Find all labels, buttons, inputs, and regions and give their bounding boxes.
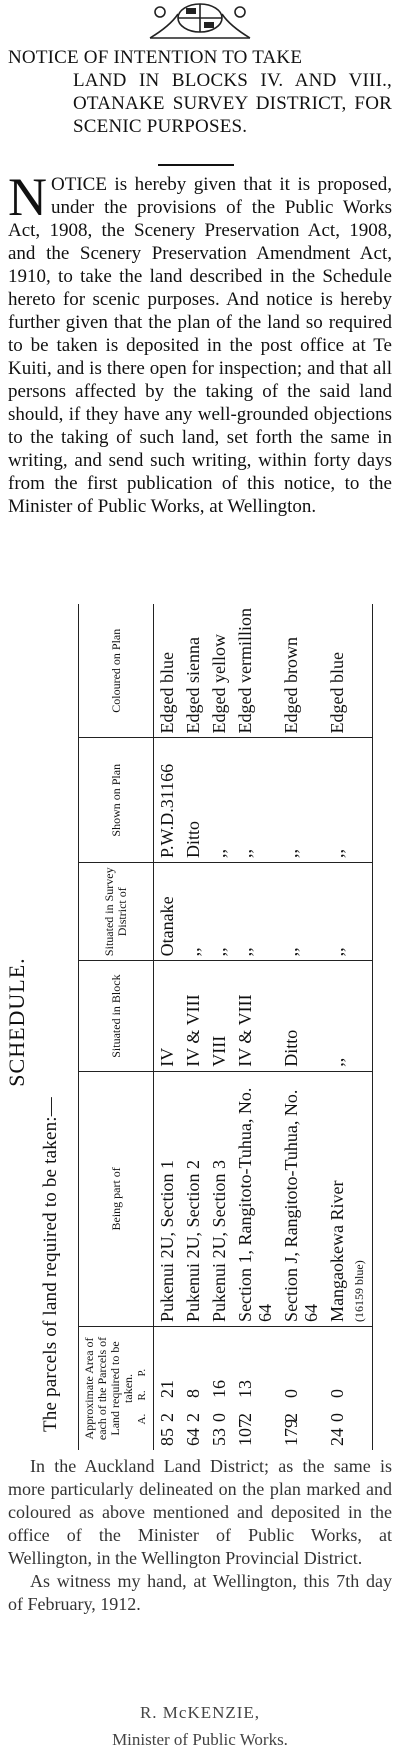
col-block-header: Situated in Block: [78, 960, 154, 1072]
table-row: 85221 Pukenui 2U, Section 1 IV Otanake P…: [153, 604, 180, 1450]
col-area-label: Approximate Area of each of the Parcels …: [82, 1336, 135, 1441]
cell-plan: P.W.D.31166: [153, 737, 180, 863]
schedule-section: SCHEDULE. The parcels of land required t…: [0, 592, 400, 1452]
cell-plan: ,,: [278, 737, 324, 863]
cell-colour: Edged sienna: [183, 637, 203, 734]
title-first-line: NOTICE OF INTENTION TO TAKE: [8, 47, 303, 68]
cell-block: IV & VIII: [232, 960, 278, 1072]
closing-para-witness: As witness my hand, at Wellington, this …: [8, 1571, 392, 1614]
cell-district: ,,: [324, 862, 373, 961]
table-row: 2400 Mangaokewa River(16159 blue) ,, ,, …: [324, 604, 373, 1450]
cell-block: VIII: [206, 960, 232, 1072]
col-district-header: Situated in Survey District of: [78, 862, 154, 961]
cell-colour: Edged brown: [281, 637, 301, 734]
cell-plan: ,,: [324, 737, 373, 863]
cell-area: 53016: [206, 1326, 232, 1450]
cell-plan: Ditto: [180, 737, 206, 863]
cell-colour: Edged yellow: [209, 634, 229, 734]
signature-name: R. McKENZIE,: [139, 1703, 261, 1722]
closing-text: In the Auckland Land District; as the sa…: [8, 1455, 392, 1616]
cell-district: ,,: [180, 862, 206, 961]
cell-district: ,,: [278, 862, 324, 961]
cell-area: 17920: [278, 1326, 324, 1450]
cell-colour: Edged blue: [157, 652, 177, 734]
table-row: 6428 Pukenui 2U, Section 2 IV & VIII ,, …: [180, 604, 206, 1450]
col-colour-header: Coloured on Plan: [78, 604, 154, 738]
col-part-header: Being part of: [78, 1071, 154, 1327]
signatory-title: Minister of Public Works.: [112, 1730, 288, 1749]
cell-area: 6428: [180, 1326, 206, 1450]
cell-area: 2400: [324, 1326, 373, 1450]
cell-part: Pukenui 2U, Section 3: [206, 1071, 232, 1327]
coat-of-arms-icon: [149, 3, 251, 39]
cell-colour: Edged vermillion: [235, 608, 255, 734]
cell-plan: ,,: [206, 737, 232, 863]
cell-colour: Edged blue: [324, 604, 373, 738]
table-row: 53016 Pukenui 2U, Section 3 VIII ,, ,, E…: [206, 604, 232, 1450]
closing-para-district: In the Auckland Land District; as the sa…: [8, 1456, 392, 1568]
col-area-header: Approximate Area of each of the Parcels …: [78, 1326, 154, 1450]
cell-part: Pukenui 2U, Section 1: [153, 1071, 180, 1327]
cell-block: Ditto: [278, 960, 324, 1072]
area-units: A. R. P.: [135, 1330, 149, 1447]
unit-perches: P.: [136, 1368, 148, 1377]
title-rest: LAND IN BLOCKS IV. AND VIII., OTANAKE SU…: [73, 70, 392, 137]
table-row: 107213 Section 1, Rangitoto-Tuhua, No. 6…: [232, 604, 278, 1450]
cell-block: IV: [153, 960, 180, 1072]
cell-area: 85221: [153, 1326, 180, 1450]
notice-title: NOTICE OF INTENTION TO TAKE LAND IN BLOC…: [8, 46, 392, 138]
drop-cap: N: [8, 167, 47, 227]
schedule-heading: SCHEDULE.: [4, 957, 29, 1087]
part-text: Mangaokewa River: [327, 1180, 347, 1322]
divider: [158, 164, 234, 166]
cell-district: Otanake: [153, 862, 180, 961]
cell-district: ,,: [206, 862, 232, 961]
part-note: (16159 blue): [352, 1260, 366, 1322]
cell-plan: ,,: [232, 737, 278, 863]
cell-block: ,,: [324, 960, 373, 1072]
cell-part: Section J, Rangitoto-Tuhua, No. 64: [278, 1071, 324, 1327]
unit-roods: R.: [136, 1390, 148, 1401]
notice-body-text: OTICE is hereby given that it is propose…: [8, 174, 392, 517]
cell-part: Mangaokewa River (16159 blue): [324, 1071, 373, 1327]
unit-acres: A.: [136, 1413, 148, 1425]
cell-area: 107213: [232, 1326, 278, 1450]
cell-district: ,,: [232, 862, 278, 961]
col-plan-header: Shown on Plan: [78, 737, 154, 863]
schedule-table: Approximate Area of each of the Parcels …: [78, 604, 373, 1450]
cell-part: Section 1, Rangitoto-Tuhua, No. 64: [232, 1071, 278, 1327]
table-row: 17920 Section J, Rangitoto-Tuhua, No. 64…: [278, 604, 324, 1450]
cell-part: Pukenui 2U, Section 2: [180, 1071, 206, 1327]
cell-block: IV & VIII: [180, 960, 206, 1072]
schedule-intro: The parcels of land required to be taken…: [40, 1097, 61, 1432]
